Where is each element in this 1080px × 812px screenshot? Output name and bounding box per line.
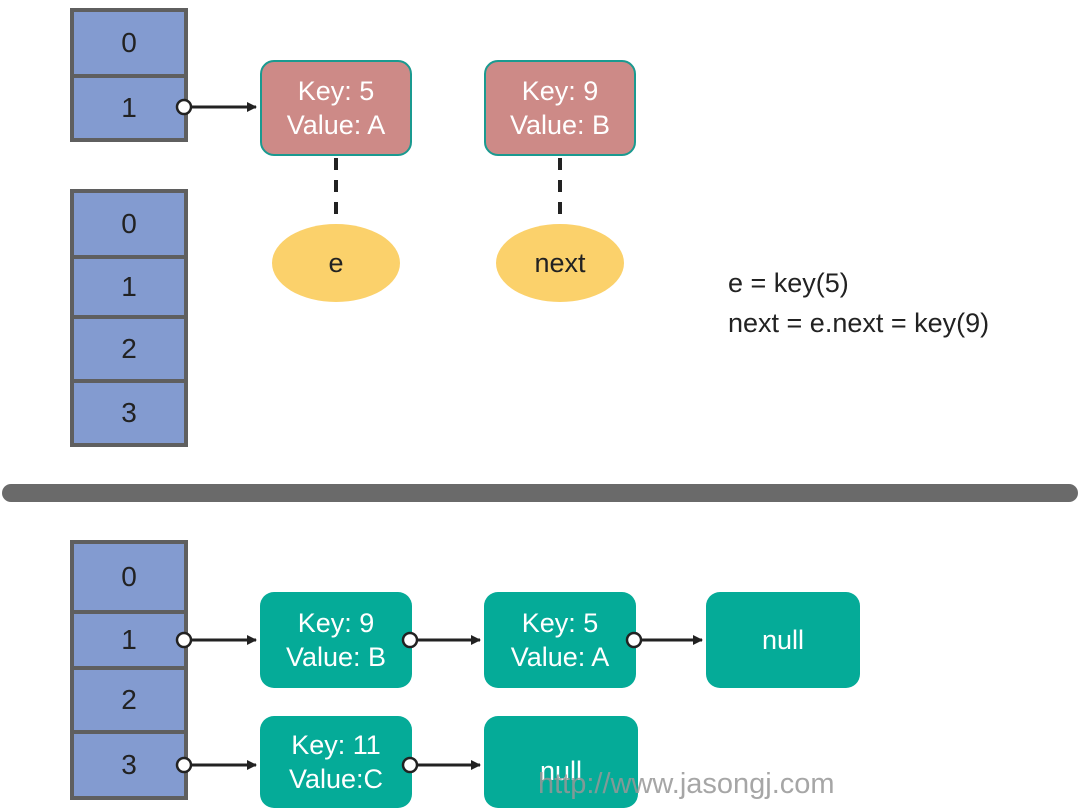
entry-node: Key: 5 Value: A bbox=[260, 60, 412, 156]
bucket-cell: 3 bbox=[70, 730, 188, 800]
section-divider bbox=[2, 484, 1078, 502]
pointer-arrow bbox=[175, 98, 257, 116]
null-label: null bbox=[539, 756, 583, 786]
entry-node: Key: 9 Value: B bbox=[484, 60, 636, 156]
node-value: Value:C bbox=[288, 764, 384, 794]
pointer-arrow bbox=[175, 756, 257, 774]
null-node: null bbox=[484, 716, 638, 808]
node-value: Value: B bbox=[509, 110, 611, 140]
bucket-cell: 0 bbox=[70, 189, 188, 259]
node-key: Key: 9 bbox=[297, 608, 375, 638]
bucket-cell: 1 bbox=[70, 74, 188, 142]
formula-line: e = key(5) bbox=[728, 268, 849, 298]
watermark-text: http://www.jasongj.com bbox=[538, 768, 835, 800]
node-value: Value: A bbox=[510, 642, 610, 672]
node-key: Key: 5 bbox=[297, 76, 375, 106]
entry-node: Key: 5 Value: A bbox=[484, 592, 636, 688]
entry-node: Key: 9 Value: B bbox=[260, 592, 412, 688]
pointer-arrow bbox=[175, 631, 257, 649]
node-key: Key: 5 bbox=[521, 608, 599, 638]
pointer-arrow bbox=[401, 756, 481, 774]
bucket-cell: 3 bbox=[70, 379, 188, 447]
bucket-cell: 1 bbox=[70, 610, 188, 670]
node-key: Key: 11 bbox=[291, 730, 381, 760]
formula-line: next = e.next = key(9) bbox=[728, 308, 990, 338]
node-key: Key: 9 bbox=[521, 76, 599, 106]
pointer-arrow bbox=[401, 631, 481, 649]
null-node: null bbox=[706, 592, 860, 688]
pointer-arrow bbox=[625, 631, 703, 649]
node-value: Value: A bbox=[286, 110, 386, 140]
entry-node: Key: 11 Value:C bbox=[260, 716, 412, 808]
bucket-cell: 2 bbox=[70, 315, 188, 383]
pointer-e: e bbox=[272, 224, 400, 302]
bucket-cell: 0 bbox=[70, 540, 188, 614]
node-value: Value: B bbox=[285, 642, 387, 672]
bucket-cell: 0 bbox=[70, 8, 188, 78]
null-label: null bbox=[761, 625, 805, 655]
pointer-next: next bbox=[496, 224, 624, 302]
